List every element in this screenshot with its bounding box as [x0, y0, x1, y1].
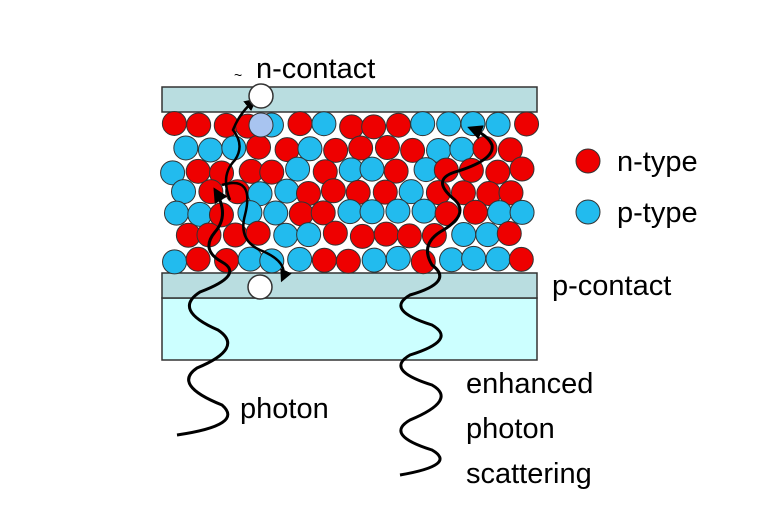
p-type-particle — [436, 111, 462, 137]
p-type-particle — [285, 156, 311, 182]
n-type-particle — [508, 246, 534, 272]
p-type-particle — [461, 245, 487, 271]
n-type-particle — [361, 114, 387, 140]
n-type-particle — [400, 137, 426, 163]
p-type-particle — [385, 198, 411, 224]
p-type-particle — [359, 156, 385, 182]
n-type-particle — [373, 221, 399, 247]
p-type-particle — [361, 247, 387, 273]
legend-p-type-swatch — [575, 199, 601, 225]
n-type-particle — [209, 160, 235, 186]
p-type-particle — [385, 245, 411, 271]
n-type-particle — [335, 248, 361, 274]
hole-carrier — [247, 274, 273, 300]
n-type-particle — [287, 111, 313, 137]
p-type-particle — [273, 222, 299, 248]
n-type-particle — [322, 220, 348, 246]
electron-carrier — [248, 83, 274, 109]
p-type-particle — [485, 246, 511, 272]
n-type-particle — [497, 137, 523, 163]
p-type-particle — [162, 249, 188, 275]
n-type-particle — [185, 158, 211, 184]
n-type-particle — [185, 246, 211, 272]
p-type-particle — [221, 135, 247, 161]
scattering-photon-wave — [399, 125, 494, 477]
p-type-particle — [274, 178, 300, 204]
highlighted-particle — [248, 112, 274, 138]
n-type-particle — [259, 159, 285, 185]
p-type-particle — [287, 246, 313, 272]
n-type-particle — [310, 200, 336, 226]
p-type-particle — [411, 198, 437, 224]
p-type-particle — [359, 199, 385, 225]
carrier-path-top — [224, 98, 257, 201]
n-type-particle — [396, 223, 422, 249]
p-type-particle — [449, 136, 475, 162]
p-contact-layer — [161, 272, 538, 299]
p-type-particle — [509, 199, 535, 225]
p-type-particle — [398, 179, 424, 205]
scattering-label-line1: enhanced — [466, 368, 593, 400]
n-type-particle — [161, 110, 187, 136]
p-type-particle — [160, 160, 186, 186]
n-type-particle — [372, 179, 398, 205]
p-type-particle — [297, 136, 323, 162]
n-type-particle — [246, 134, 272, 160]
tilde-mark: ~ — [234, 67, 242, 83]
p-type-particle — [410, 111, 436, 137]
scattering-label-line3: scattering — [466, 458, 592, 490]
p-type-particle — [197, 137, 223, 163]
photon-wave — [176, 187, 232, 437]
n-type-particle — [323, 137, 349, 163]
p-type-particle — [475, 222, 501, 248]
n-type-particle — [514, 111, 540, 137]
n-contact-layer — [161, 86, 538, 113]
n-type-particle — [509, 156, 535, 182]
p-type-particle — [163, 200, 189, 226]
n-type-particle — [339, 114, 365, 140]
n-type-particle — [498, 180, 524, 206]
carrier-path-up — [221, 181, 292, 283]
p-type-particle — [311, 111, 337, 137]
n-type-particle — [320, 178, 346, 204]
n-type-particle — [450, 180, 476, 206]
n-type-particle — [386, 112, 412, 138]
p-type-particle — [171, 179, 197, 205]
n-type-particle — [186, 112, 212, 138]
scattering-label-line2: photon — [466, 413, 555, 445]
n-type-particle — [374, 135, 400, 161]
n-type-particle — [496, 221, 522, 247]
legend-n-type-swatch — [575, 148, 601, 174]
p-type-particle — [487, 200, 513, 226]
n-contact-label: n-contact — [256, 53, 375, 85]
p-type-particle — [451, 222, 477, 248]
p-type-particle — [296, 222, 322, 248]
p-type-particle — [173, 135, 199, 161]
p-type-particle — [259, 248, 285, 274]
n-type-particle — [485, 159, 511, 185]
n-type-particle — [349, 223, 375, 249]
p-type-particle — [337, 199, 363, 225]
p-type-particle — [263, 200, 289, 226]
legend-n-type-label: n-type — [617, 146, 698, 178]
n-type-particle — [433, 157, 459, 183]
n-type-particle — [462, 199, 488, 225]
n-type-particle — [245, 220, 271, 246]
n-type-particle — [348, 135, 374, 161]
photon-label: photon — [240, 393, 329, 425]
n-type-particle — [383, 158, 409, 184]
legend: n-type p-type — [575, 146, 698, 229]
p-type-particle — [439, 247, 465, 273]
p-type-particle — [485, 111, 511, 137]
legend-p-type-label: p-type — [617, 197, 698, 229]
p-contact-label: p-contact — [552, 270, 671, 302]
particle-layer — [160, 110, 540, 275]
n-type-particle — [311, 247, 337, 273]
